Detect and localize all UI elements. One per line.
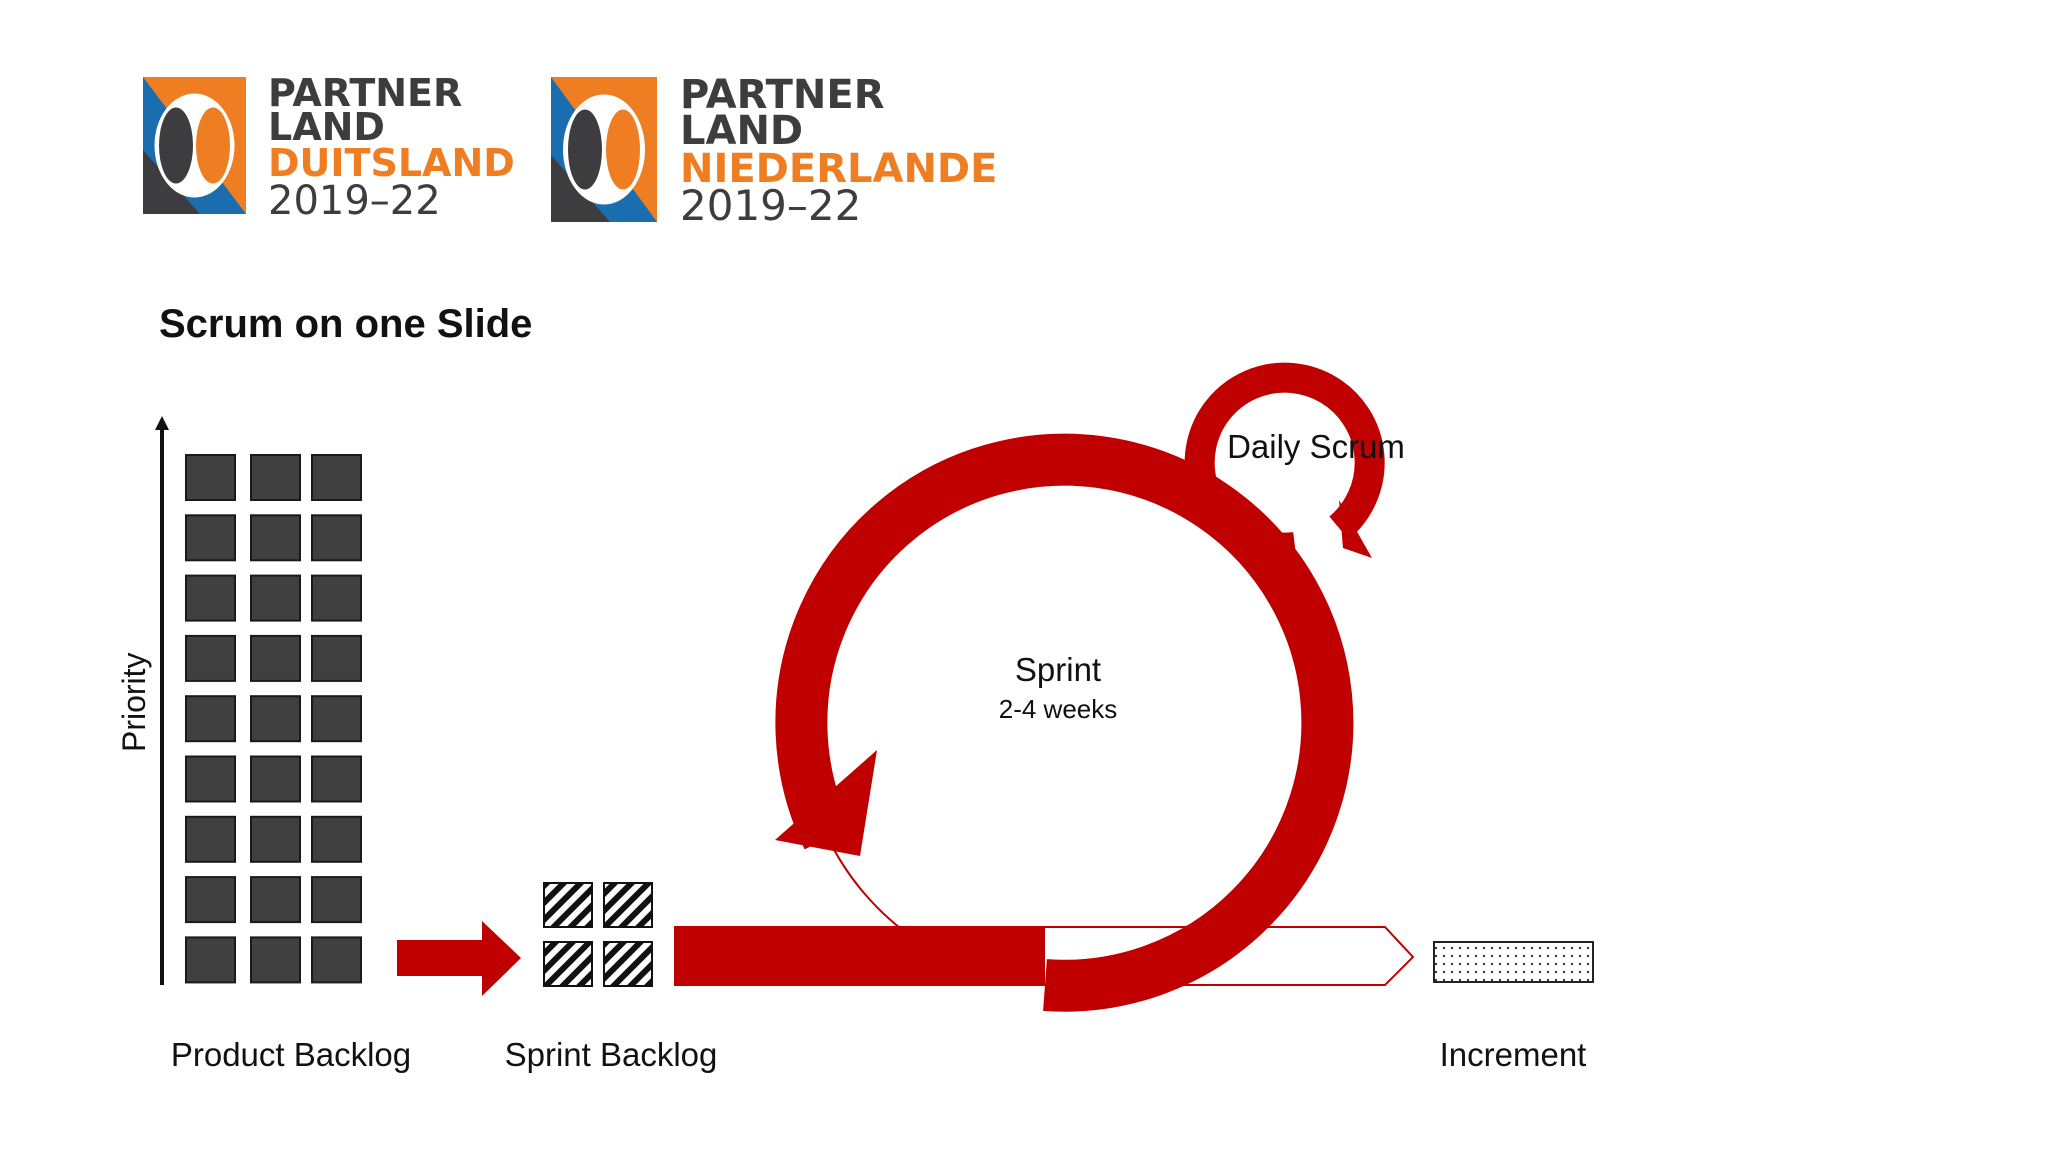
logo-emblem-icon [143, 77, 246, 214]
logo-line1: PARTNER [268, 71, 462, 115]
logo-line2: LAND [680, 108, 803, 154]
page-title: Scrum on one Slide [159, 302, 532, 346]
product-backlog-item [185, 514, 236, 562]
product-backlog-item [250, 755, 301, 803]
product-backlog-item [185, 755, 236, 803]
sprint-input-bar [675, 927, 1045, 985]
product-backlog-item [311, 574, 362, 622]
product-backlog-item [311, 634, 362, 682]
product-backlog-item [250, 936, 301, 984]
product-backlog-item [185, 815, 236, 863]
sprint-backlog-item [543, 941, 593, 987]
product-backlog-item [311, 876, 362, 924]
increment-box [1433, 941, 1594, 983]
daily-scrum-arrowhead-icon [1339, 500, 1372, 558]
daily-scrum-ring [1184, 362, 1385, 563]
priority-axis: Priority [116, 416, 169, 985]
product-backlog-item [311, 755, 362, 803]
product-backlog-item [185, 454, 236, 501]
sprint-backlog-item [543, 882, 593, 928]
sprint-backlog-grid [543, 882, 653, 987]
product-backlog-item [250, 695, 301, 743]
sprint-duration-label: 2-4 weeks [999, 694, 1118, 724]
product-backlog-item [311, 815, 362, 863]
logo-years: 2019–22 [680, 181, 861, 230]
product-backlog-item [250, 514, 301, 562]
product-backlog-grid [185, 454, 362, 984]
product-backlog-item [250, 815, 301, 863]
arrow-up-icon [155, 416, 169, 430]
product-backlog-item [311, 454, 362, 501]
sprint-backlog-item [603, 941, 653, 987]
partnerland-duitsland-logo: PARTNER LAND DUITSLAND 2019–22 [143, 71, 515, 224]
product-backlog-item [250, 634, 301, 682]
daily-scrum-label: Daily Scrum [1227, 428, 1405, 465]
increment-label: Increment [1440, 1036, 1587, 1073]
sprint-backlog-label: Sprint Backlog [505, 1036, 718, 1073]
product-backlog-label: Product Backlog [171, 1036, 411, 1073]
product-backlog-item [185, 634, 236, 682]
sprint-label: Sprint [1015, 651, 1101, 688]
product-backlog-item [185, 936, 236, 984]
logo-line2: LAND [268, 105, 385, 149]
sprint-backlog-item [603, 882, 653, 928]
sprint-cycle-arrowhead-icon [775, 750, 877, 856]
logo-country: NIEDERLANDE [680, 146, 997, 192]
logo-emblem-icon [551, 77, 657, 222]
backlog-arrow-icon [397, 921, 521, 996]
partnerland-niederlande-logo: PARTNER LAND NIEDERLANDE 2019–22 [551, 72, 997, 230]
product-backlog-item [311, 936, 362, 984]
product-backlog-item [250, 454, 301, 501]
product-backlog-item [250, 876, 301, 924]
product-backlog-item [311, 514, 362, 562]
product-backlog-item [311, 695, 362, 743]
logo-country: DUITSLAND [268, 141, 515, 185]
logo-line1: PARTNER [680, 72, 885, 118]
product-backlog-item [185, 695, 236, 743]
product-backlog-item [185, 876, 236, 924]
logos: PARTNER LAND DUITSLAND 2019–22 PARTNER L… [143, 71, 997, 230]
product-backlog-item [250, 574, 301, 622]
product-backlog-item [185, 574, 236, 622]
logo-years: 2019–22 [268, 178, 441, 224]
priority-label: Priority [116, 652, 152, 752]
